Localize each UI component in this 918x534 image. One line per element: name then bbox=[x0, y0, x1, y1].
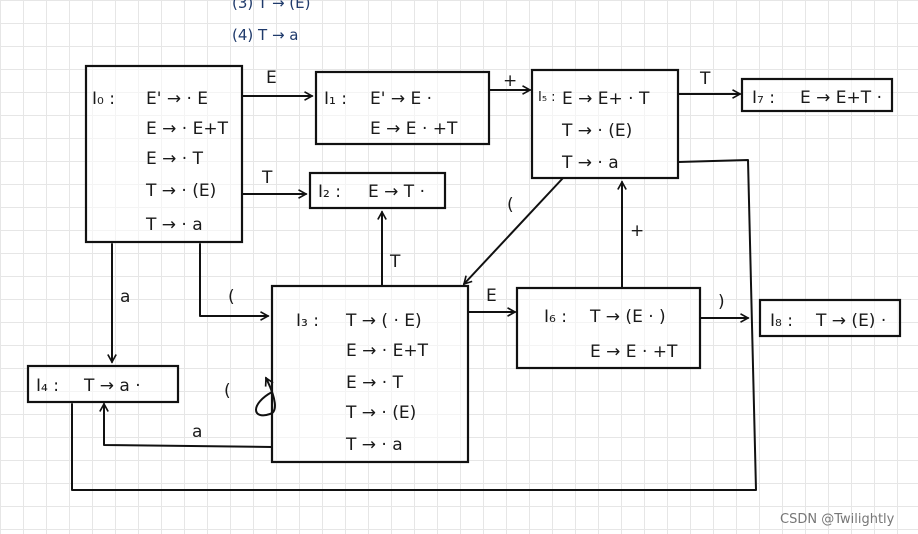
state-i5-label: I₅ : bbox=[538, 90, 556, 105]
state-i3-item-4: T → · (E) bbox=[345, 403, 416, 423]
state-i8-label: I₈ : bbox=[770, 311, 793, 331]
state-i4-label: I₄ : bbox=[36, 376, 59, 396]
edge-i3-self bbox=[255, 378, 276, 417]
state-i6-label: I₆ : bbox=[544, 307, 567, 327]
state-i5: I₅ : E → E+ · T T → · (E) T → · a bbox=[538, 89, 650, 173]
state-box-i8 bbox=[758, 298, 902, 338]
state-box-i3 bbox=[270, 284, 470, 464]
edge-label-i0-i2: T bbox=[261, 168, 273, 188]
state-box-i2 bbox=[308, 171, 447, 210]
state-i1-item-1: E' → E · bbox=[370, 89, 432, 109]
state-i3-item-5: T → · a bbox=[345, 435, 403, 455]
edge-i5-i4-loop bbox=[71, 159, 757, 491]
state-i3-label: I₃ : bbox=[296, 311, 319, 331]
state-i1: I₁ : E' → E · E → E · +T bbox=[324, 89, 458, 139]
state-i7: I₇ : E → E+T · bbox=[752, 88, 882, 108]
state-i3-item-3: E → · T bbox=[346, 373, 404, 393]
state-i0-item-2: E → · E+T bbox=[146, 119, 229, 139]
edge-label-i3-i6: E bbox=[486, 286, 497, 306]
state-i3-item-2: E → · E+T bbox=[346, 341, 429, 361]
state-i6-item-2: E → E · +T bbox=[590, 342, 678, 362]
state-box-i6 bbox=[515, 286, 702, 370]
state-box-i7 bbox=[740, 77, 894, 113]
edge-label-i3-self: ( bbox=[224, 381, 231, 401]
state-i1-item-2: E → E · +T bbox=[370, 119, 458, 139]
state-i3-item-1: T → ( · E) bbox=[345, 311, 422, 331]
state-i5-item-3: T → · a bbox=[561, 153, 619, 173]
edge-label-i5-i7: T bbox=[699, 69, 711, 89]
edge-label-i0-i4: a bbox=[120, 287, 130, 307]
edge-label-i5-i3: ( bbox=[507, 195, 514, 215]
state-i6: I₆ : T → (E · ) E → E · +T bbox=[544, 307, 678, 362]
edge-label-i3-i2: T bbox=[389, 252, 401, 272]
state-i7-label: I₇ : bbox=[752, 88, 775, 108]
edge-label-i1-i5: + bbox=[503, 71, 517, 91]
state-i5-item-2: T → · (E) bbox=[561, 121, 632, 141]
state-box-i4 bbox=[26, 364, 180, 404]
state-i8: I₈ : T → (E) · bbox=[770, 311, 886, 331]
state-i7-item: E → E+T · bbox=[800, 88, 882, 108]
state-i2: I₂ : E → T · bbox=[318, 182, 425, 202]
edge-label-i6-i8: ) bbox=[718, 292, 725, 312]
grammar-rule-3: (3) T → (E) bbox=[232, 0, 310, 12]
watermark: CSDN @Twilightly bbox=[780, 512, 895, 527]
state-i5-item-1: E → E+ · T bbox=[562, 89, 650, 109]
grammar-rule-4: (4) T → a bbox=[232, 26, 298, 44]
edge-i5-i3 bbox=[464, 177, 564, 284]
edge-i0-i3 bbox=[199, 243, 268, 316]
state-i4: I₄ : T → a · bbox=[36, 376, 141, 396]
state-i0-item-5: T → · a bbox=[145, 215, 203, 235]
state-box-i0 bbox=[84, 64, 244, 244]
state-i1-label: I₁ : bbox=[324, 89, 347, 109]
state-i6-item-1: T → (E · ) bbox=[589, 307, 666, 327]
state-i0: I₀ : E' → · E E → · E+T E → · T T → · (E… bbox=[92, 89, 229, 235]
edge-label-i0-i3: ( bbox=[228, 287, 235, 307]
state-i2-item: E → T · bbox=[368, 182, 425, 202]
state-i8-item: T → (E) · bbox=[815, 311, 886, 331]
state-i0-item-4: T → · (E) bbox=[145, 181, 216, 201]
state-box-i5 bbox=[530, 68, 680, 180]
state-i3: I₃ : T → ( · E) E → · E+T E → · T T → · … bbox=[296, 311, 429, 455]
edge-label-i3-i4: a bbox=[192, 422, 202, 442]
state-i0-item-1: E' → · E bbox=[146, 89, 208, 109]
state-i0-item-3: E → · T bbox=[146, 149, 204, 169]
state-i0-label: I₀ : bbox=[92, 89, 115, 109]
edge-label-i6-i5: + bbox=[630, 221, 644, 241]
state-i4-item: T → a · bbox=[83, 376, 141, 396]
state-i2-label: I₂ : bbox=[318, 182, 341, 202]
state-box-i1 bbox=[314, 70, 491, 146]
edge-label-i0-i1: E bbox=[266, 68, 277, 88]
edge-i3-i4 bbox=[104, 404, 273, 448]
